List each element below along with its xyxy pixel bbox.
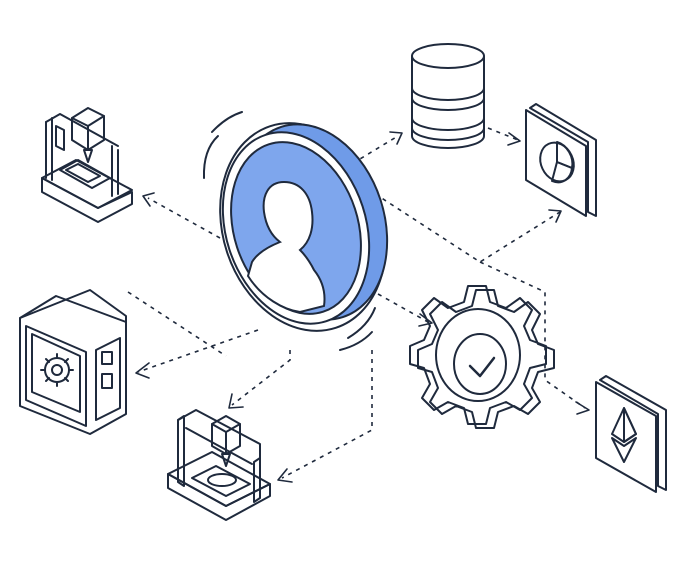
- ethereum-icon: [595, 375, 667, 493]
- motion-arc-br: [347, 307, 376, 339]
- pie-chart-icon: [525, 103, 597, 217]
- arrowhead-eth: [575, 401, 590, 415]
- arrowhead-chart-1: [507, 132, 521, 146]
- arrowhead-printer-2: [277, 468, 293, 483]
- arrowhead-gear: [418, 313, 433, 327]
- connectors: [127, 127, 590, 483]
- cnc-milling-machine-icon: [41, 107, 133, 223]
- gear-check-icon: [409, 285, 555, 429]
- gear-small-icon: [40, 353, 74, 387]
- arrowhead-chart-2: [548, 209, 562, 223]
- connector-to-gear: [377, 293, 429, 323]
- connector-database-to-chart: [487, 127, 519, 141]
- arrowhead-control-panel: [135, 362, 150, 379]
- 3d-printer-icon: [167, 409, 271, 521]
- control-cabinet-icon: [19, 289, 127, 435]
- connector-center-to-chart: [359, 183, 561, 263]
- connector-to-printer: [231, 350, 291, 406]
- connector-to-printer-2: [281, 350, 373, 479]
- user-avatar-icon: [202, 111, 389, 351]
- check-icon: [468, 356, 496, 378]
- connector-to-control-panel: [137, 329, 259, 373]
- motion-arc-tl: [211, 111, 243, 133]
- person-silhouette: [246, 180, 326, 314]
- arrowhead-cnc: [142, 192, 155, 207]
- connector-mid-to-panel: [127, 291, 227, 357]
- arrowhead-database: [389, 131, 403, 145]
- motion-arc-br2: [339, 331, 373, 351]
- arrowhead-printer-1: [228, 393, 244, 409]
- connector-to-cnc: [147, 197, 221, 239]
- database-icon: [411, 43, 485, 149]
- motion-arc-tl2: [202, 135, 219, 179]
